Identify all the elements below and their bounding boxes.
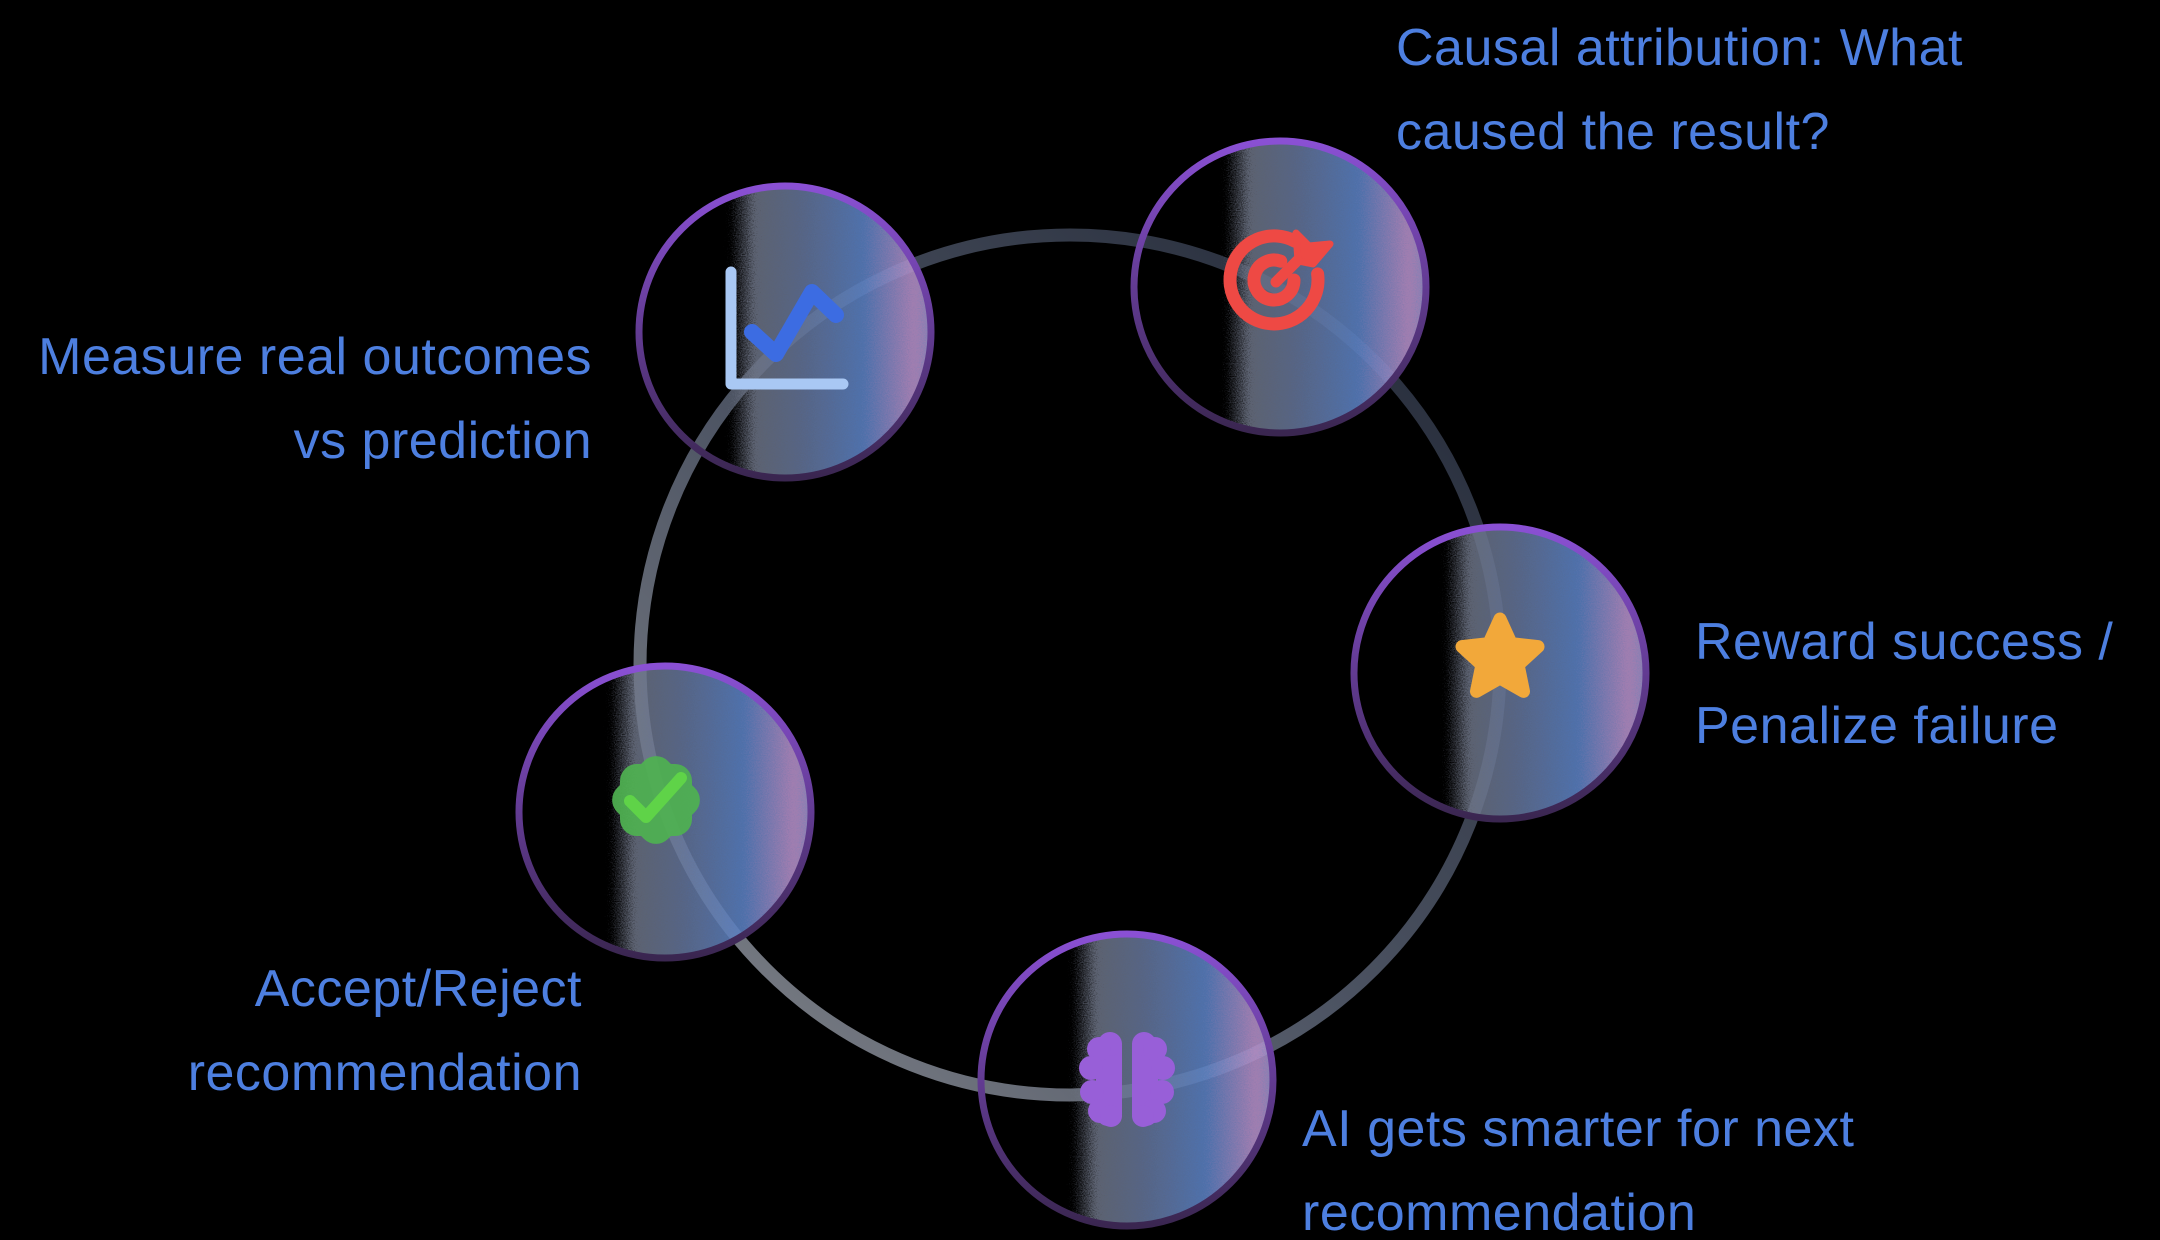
node-circle: [1350, 523, 1650, 823]
label-line: Measure real outcomes: [38, 328, 592, 386]
label-line: Accept/Reject: [254, 960, 582, 1018]
node-reward: [1350, 523, 1650, 823]
node-circle: [635, 182, 935, 482]
node-circle: [515, 662, 815, 962]
node-circle: [1130, 137, 1430, 437]
node-ai: [977, 930, 1277, 1230]
label-ai: AI gets smarter for next recommendation: [1302, 1087, 1854, 1240]
label-line: AI gets smarter for next: [1302, 1100, 1855, 1158]
node-causal: [1130, 137, 1430, 437]
target-arrow-icon: [1223, 229, 1334, 331]
label-line: vs prediction: [293, 412, 592, 470]
label-accept: Accept/Reject recommendation: [188, 947, 582, 1115]
line-chart-icon: [725, 266, 849, 390]
verified-check-icon: [612, 756, 700, 844]
label-line: recommendation: [1302, 1184, 1697, 1240]
star-icon: [1455, 612, 1545, 698]
label-causal: Causal attribution: What caused the resu…: [1396, 6, 1963, 174]
node-measure: [635, 182, 935, 482]
label-line: Causal attribution: What: [1396, 19, 1963, 77]
node-circle: [977, 930, 1277, 1230]
label-reward: Reward success / Penalize failure: [1695, 600, 2113, 768]
label-line: Penalize failure: [1695, 697, 2059, 755]
label-line: Reward success /: [1695, 613, 2114, 671]
label-line: recommendation: [187, 1044, 582, 1102]
node-accept: [515, 662, 815, 962]
label-measure: Measure real outcomes vs prediction: [38, 315, 592, 483]
label-line: caused the result?: [1396, 103, 1830, 161]
